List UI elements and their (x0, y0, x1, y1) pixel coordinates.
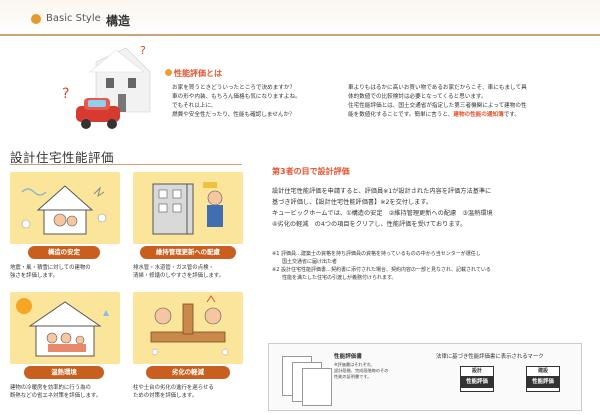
card-desc-line: 清掃・修繕のしやすさを評価します。 (133, 273, 225, 279)
card-deterioration (133, 292, 243, 364)
card-desc-line: 柱や土台の劣化の進行を遅らせる (133, 385, 214, 391)
card-desc-line: 強さを評価します。 (10, 273, 58, 279)
intro-left-line: 燃費や安全性だったり、性能も確認しませんか？ (172, 112, 295, 118)
intro-highlight: 建物の性能の通知簿 (453, 112, 504, 118)
page-title: 構造 (106, 14, 131, 28)
intro-right-line: 体的数値での比較検討は必要となってくると思います。 (348, 94, 487, 100)
intro-title: 性能評価とは (174, 69, 222, 78)
house-earthquake-icon (21, 185, 107, 235)
note-line: ※1 評価員…建築士の資格を持ち評価員の資格を持っているものの中から当センターが… (272, 251, 481, 257)
mark-top-text: 建設 (537, 368, 548, 374)
marks-heading: 法律に基づき性能評価書に表示されるマーク (436, 354, 544, 360)
card-maintenance (133, 172, 243, 244)
car-icon (76, 98, 120, 129)
note-line: 国土交通省に届け出た者 (272, 259, 338, 265)
header-english-title: Basic Style (46, 13, 101, 24)
certificate-title: 性能評価書 (334, 354, 362, 360)
mark-bottom-text: 性能評価 (527, 376, 559, 388)
section-title: 設計住宅性能評価 (10, 150, 115, 165)
intro-right-line: 能を数値化することです。簡単に言うと、建物の性能の通知簿です。 (348, 111, 594, 120)
intro-right-line-lead: 能を数値化することです。簡単に言うと、 (348, 112, 454, 118)
question-mark-icon: ? (62, 86, 69, 102)
card-desc-line: 排水管・水道管・ガス管の点検・ (133, 265, 214, 271)
card-label-deterioration: 劣化の軽減 (146, 366, 230, 379)
mark-bottom-text: 性能評価 (461, 376, 493, 388)
header-bar (0, 0, 600, 36)
intro-right-line: 住宅性能評価とは、国土交通省が指定した第三者機関によって建物の性 (348, 103, 527, 109)
card-label-maintenance: 維持管理更新への配慮 (140, 246, 236, 259)
intro-highlight-suffix: です。 (503, 112, 520, 118)
third-party-notes: ※1 評価員…建築士の資格を持ち評価員の資格を持っているものの中から当センターが… (272, 250, 594, 282)
timber-character-icon (150, 295, 229, 356)
third-party-line: 基づき評価し、【設計住宅性能評価書】※2を交付します。 (272, 199, 433, 206)
third-party-title: 第3者の目で設計評価 (272, 167, 350, 176)
card-desc-maintenance: 排水管・水道管・ガス管の点検・ 清掃・修繕のしやすさを評価します。 (133, 264, 263, 280)
intro-left-line: お家を買うときどういったところで決めますか？ (172, 85, 296, 91)
design-evaluation-mark: 設計 性能評価 (460, 366, 494, 392)
family-house-icon (16, 298, 109, 357)
construction-evaluation-mark: 建設 性能評価 (526, 366, 560, 392)
card-desc-line: 断熱などの省エネ対策を評価します。 (10, 393, 102, 399)
card-label-structure: 構造の安定 (28, 246, 100, 259)
header-divider (0, 34, 600, 36)
third-party-line: 設計住宅性能評価を申請すると、評価員※1が設計された内容を評価方法基準に (272, 188, 492, 195)
house-car-illustration: ? ? (62, 44, 151, 129)
certificate-notes: ※評価書はそれぞれ、 設計段階、完成段階毎のその 性能の証明書です。 (334, 362, 404, 380)
note-line: 性能を満たした住宅の引渡しが義務付けられます。 (272, 275, 397, 281)
intro-left-text: お家を買うときどういったところで決めますか？ 車の形や内装、もちろん価格も気にな… (172, 84, 342, 120)
certificate-note-line: ※評価書はそれぞれ、 (334, 362, 376, 367)
third-party-line: キュービックホームでは、①構造の安定 ②維持管理更新への配慮 ③温熱環境 (272, 210, 493, 217)
note-line: ※2 設計住宅性能評価書…契約書に添付された場合、契約内容の一部と見なされ、記載… (272, 267, 491, 273)
house-icon (89, 47, 151, 113)
intro-title-dot-icon (165, 69, 172, 76)
building-worker-icon (152, 182, 223, 235)
third-party-line: ④劣化の軽減 の4つの項目をクリアし、性能評価を受けております。 (272, 221, 467, 228)
card-label-thermal: 温熱環境 (24, 366, 104, 379)
certificate-note-line: 性能の証明書です。 (334, 374, 372, 379)
intro-right-text: 車よりもはるかに高いお買い物であるお家だからこそ、車にもまして具 体的数値での比… (348, 84, 594, 120)
card-desc-structure: 地震・風・積雪に対しての建物の 強さを評価します。 (10, 264, 130, 280)
intro-right-line: 車よりもはるかに高いお買い物であるお家だからこそ、車にもまして具 (348, 85, 527, 91)
card-desc-line: ための対策を評価します。 (133, 393, 198, 399)
card-structure-stability (10, 172, 120, 244)
intro-left-line: 車の形や内装、もちろん価格も気になりますよね。 (172, 94, 301, 100)
sun-icon (16, 298, 32, 314)
card-desc-deterioration: 柱や土台の劣化の進行を遅らせる ための対策を評価します。 (133, 384, 258, 400)
third-party-body: 設計住宅性能評価を申請すると、評価員※1が設計された内容を評価方法基準に 基づき… (272, 186, 594, 230)
certificate-document-icon (302, 368, 332, 406)
card-desc-line: 建物の冷暖房を効率的に行う為の (10, 385, 91, 391)
header-dot-icon (31, 14, 41, 24)
card-desc-thermal: 建物の冷暖房を効率的に行う為の 断熱などの省エネ対策を評価します。 (10, 384, 135, 400)
question-mark-icon: ? (140, 44, 146, 57)
certificate-note-line: 設計段階、完成段階毎のその (334, 368, 389, 373)
section-divider (10, 164, 242, 165)
card-desc-line: 地震・風・積雪に対しての建物の (10, 265, 91, 271)
intro-left-line: でもそれ以上に、 (172, 103, 217, 109)
card-thermal (10, 292, 120, 364)
mark-top-text: 設計 (471, 368, 482, 374)
